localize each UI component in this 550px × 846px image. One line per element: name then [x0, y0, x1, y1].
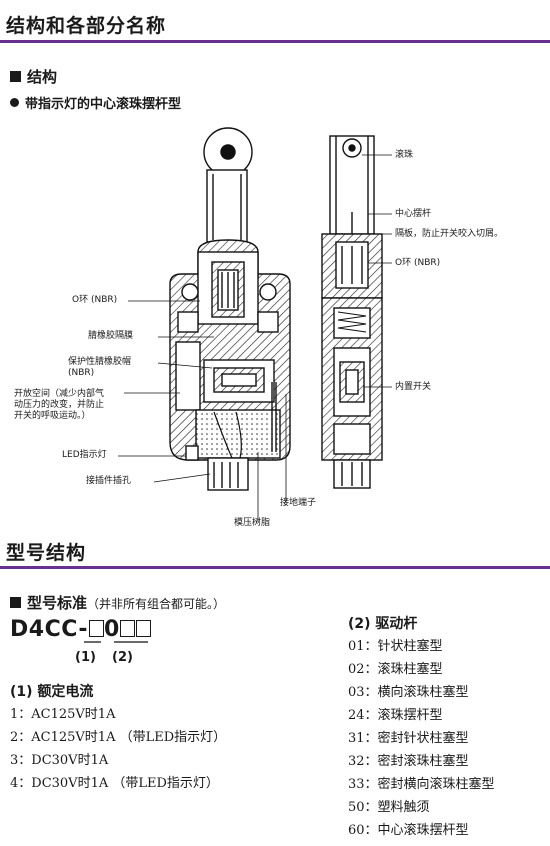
label-rubber-diaphragm: 腈橡胶隔膜 — [88, 331, 134, 341]
rated-current-heading: (1) 额定电流 — [10, 684, 94, 700]
model-label-1: (1) — [75, 650, 96, 665]
section-divider — [0, 40, 550, 43]
section-title-structure: 结构和各部分名称 — [6, 15, 167, 37]
model-code-underline — [84, 641, 148, 643]
list-item: 31：密封针状柱塞型 — [348, 731, 469, 746]
label-open-space: 开放空间（减少内部气 动压力的改变，并防止 开关的呼吸运动。） — [14, 389, 105, 421]
round-bullet-icon — [10, 98, 19, 107]
label-connector-socket: 接插件插孔 — [86, 476, 132, 486]
list-item: 33：密封横向滚珠柱塞型 — [348, 777, 495, 792]
square-bullet-icon — [10, 71, 21, 82]
placeholder-box-1 — [88, 620, 104, 637]
label-partition: 隔板，防止开关咬入切屑。 — [395, 229, 504, 239]
placeholder-box-3 — [136, 620, 152, 637]
switch-cross-section-diagram — [118, 127, 392, 522]
label-ground-terminal: 接地端子 — [280, 498, 317, 508]
model-code: D4CC-0 — [10, 617, 152, 642]
list-item: 2：AC125V时1A （带LED指示灯） — [10, 730, 227, 745]
label-roller: 滚珠 — [395, 150, 414, 160]
list-item: 03：横向滚珠柱塞型 — [348, 685, 469, 700]
list-item: 50：塑料触须 — [348, 800, 430, 815]
structure-subheading: 带指示灯的中心滚珠摆杆型 — [10, 93, 181, 112]
label-center-lever: 中心摆杆 — [395, 209, 432, 219]
label-protective-cap: 保护性腈橡胶帽 (NBR) — [68, 357, 132, 378]
label-o-ring-left: O环 (NBR) — [72, 295, 118, 305]
list-item: 60：中心滚珠摆杆型 — [348, 823, 469, 838]
label-o-ring-right: O环 (NBR) — [395, 258, 441, 268]
rated-current-list: 1：AC125V时1A 2：AC125V时1A （带LED指示灯） 3：DC30… — [10, 703, 226, 795]
label-molded-resin: 模压树脂 — [234, 518, 271, 528]
list-item: 24：滚珠摆杆型 — [348, 708, 443, 723]
list-item: 4：DC30V时1A （带LED指示灯） — [10, 776, 219, 791]
model-standard-heading: 型号标准（并非所有组合都可能。） — [10, 592, 225, 613]
list-item: 3：DC30V时1A — [10, 753, 109, 768]
side-section-view — [321, 135, 383, 489]
list-item: 32：密封滚珠柱塞型 — [348, 754, 469, 769]
placeholder-box-2 — [120, 620, 136, 637]
section-divider-2 — [0, 566, 550, 569]
actuator-list: 01：针状柱塞型 02：滚珠柱塞型 03：横向滚珠柱塞型 24：滚珠摆杆型 31… — [348, 635, 495, 842]
section-title-model-structure: 型号结构 — [6, 542, 87, 564]
structure-heading: 结构 — [10, 66, 57, 87]
callout-leader-lines — [118, 154, 392, 522]
square-bullet-icon — [10, 597, 21, 608]
actuator-heading: (2) 驱动杆 — [348, 616, 418, 632]
label-internal-switch: 内置开关 — [395, 382, 432, 392]
model-label-2: (2) — [112, 650, 133, 665]
list-item: 01：针状柱塞型 — [348, 639, 443, 654]
list-item: 1：AC125V时1A — [10, 707, 116, 722]
front-section-view — [169, 127, 291, 491]
model-standard-note: （并非所有组合都可能。） — [87, 597, 226, 611]
label-led-indicator: LED指示灯 — [62, 450, 107, 460]
list-item: 02：滚珠柱塞型 — [348, 662, 443, 677]
